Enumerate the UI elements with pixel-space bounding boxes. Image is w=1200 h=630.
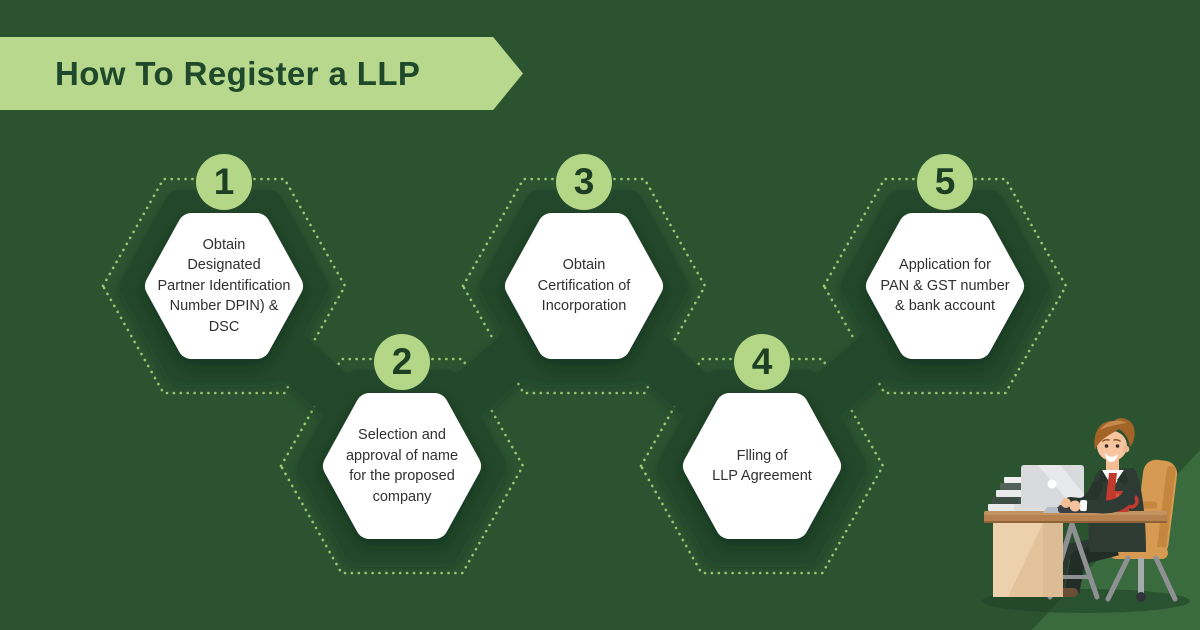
step-3-label: Obtain Certification of Incorporation	[537, 257, 631, 315]
step-1-label: Obtain Designated Partner Identification…	[157, 236, 291, 335]
chair-wheel	[1136, 592, 1146, 602]
hair-highlight	[1100, 420, 1127, 430]
white-hexagon	[323, 393, 481, 539]
connector	[797, 327, 902, 425]
step-3-number-badge: 3	[556, 154, 612, 210]
monitor	[1021, 465, 1084, 513]
white-hexagon	[866, 213, 1024, 359]
hand	[1061, 498, 1071, 508]
step-4-number-badge: 4	[734, 334, 790, 390]
shirt-cuff	[1079, 499, 1088, 512]
step-1-number-badge: 1	[196, 154, 252, 210]
step-5-number-badge: 5	[917, 154, 973, 210]
dotted-hexagon	[822, 177, 1068, 395]
connector	[437, 327, 541, 425]
monitor-stand	[1043, 507, 1061, 513]
connector	[623, 327, 727, 425]
eye	[1115, 444, 1120, 448]
white-hexagon	[683, 393, 841, 539]
white-hexagon	[145, 213, 303, 359]
dotted-hexagon	[461, 177, 707, 395]
arms	[1061, 480, 1139, 514]
dotted-hexagon	[279, 357, 525, 575]
step-2-label: Selection and approval of name for the p…	[345, 427, 459, 505]
ear	[1122, 445, 1130, 453]
hand	[1069, 500, 1081, 512]
step-2-number-badge: 2	[374, 334, 430, 390]
eyebrows	[1102, 438, 1121, 442]
step-4-label: Flling of LLP Agreement	[712, 447, 812, 485]
page-title: How To Register a LLP	[55, 55, 421, 92]
white-hexagon	[505, 213, 663, 359]
dotted-hexagon	[639, 357, 885, 575]
hex-steps	[101, 177, 1068, 575]
dotted-hexagon	[101, 177, 347, 395]
desk	[984, 511, 1167, 600]
step-5-label: Application for PAN & GST number & bank …	[880, 257, 1010, 315]
title-banner: How To Register a LLP	[0, 37, 523, 110]
man-at-desk-illustration	[982, 418, 1200, 630]
white-hexagon-layer	[145, 213, 1024, 539]
connector	[263, 327, 367, 425]
head	[1097, 431, 1127, 461]
smile	[1105, 453, 1118, 462]
monitor-logo	[1047, 479, 1057, 489]
eye	[1104, 444, 1109, 448]
